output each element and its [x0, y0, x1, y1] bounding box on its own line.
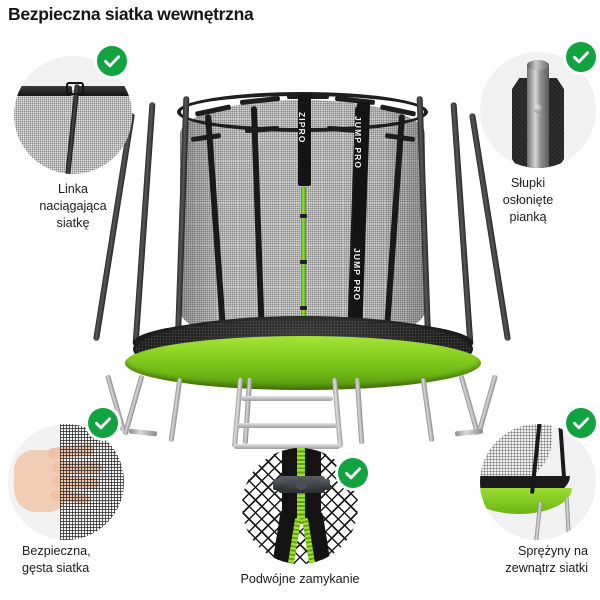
brand-label-jumppro-lower: JUMP PRO: [352, 248, 362, 302]
ladder-rail-left: [231, 377, 244, 449]
buckle-clip-arm-left: [273, 479, 285, 490]
center-green-pole: [300, 186, 307, 354]
brand-strap-center: [298, 94, 311, 186]
feature-cord-photo: [14, 56, 132, 174]
net-pole-rod-2: [557, 424, 567, 481]
feature-double-closure: Podwójne zamykanie: [218, 444, 382, 594]
check-circle-icon: [97, 46, 127, 76]
feature-springs-label: Sprężyny na zewnątrz siatki: [505, 544, 588, 575]
page-title: Bezpieczna siatka wewnętrzna: [8, 4, 254, 24]
check-circle-icon: [338, 458, 368, 488]
dense-mesh-overlay: [60, 424, 124, 540]
net-top-rail-left: [14, 86, 72, 96]
product-image-trampoline: ZIPRO JUMP PRO JUMP PRO: [93, 78, 511, 449]
ladder-step: [241, 396, 333, 401]
feature-net-label: Bezpieczna, gęsta siatka: [22, 544, 91, 575]
buckle-clip-arm-right: [318, 479, 330, 490]
frame-leg: [420, 377, 435, 443]
ladder-step: [234, 444, 340, 449]
ladder-step: [237, 423, 337, 428]
feature-cord: Linka naciągająca siatkę: [0, 46, 146, 230]
net-top-rail-right: [76, 86, 132, 96]
safety-pad-edge: [480, 488, 572, 514]
cord-loop: [66, 82, 84, 95]
feature-foam-poles: Słupki osłonięte pianką: [456, 42, 600, 224]
buckle-clip-notch: [296, 479, 307, 490]
steel-pole: [527, 64, 549, 168]
pole-cap: [527, 60, 549, 70]
pole-rivet: [533, 104, 542, 113]
check-circle-icon: [566, 42, 596, 72]
check-circle-icon: [566, 408, 596, 438]
feature-zipper-label: Podwójne zamykanie: [240, 572, 360, 586]
feature-outer-springs: Sprężyny na zewnątrz siatki: [456, 408, 600, 588]
feature-net-photo: [8, 424, 124, 540]
frame-leg: [168, 377, 183, 443]
check-circle-icon: [88, 408, 118, 438]
frame-leg-closeup-2: [564, 497, 572, 540]
feature-springs-photo: [480, 424, 596, 540]
feature-cord-label: Linka naciągająca siatkę: [39, 182, 107, 230]
feature-foam-label: Słupki osłonięte pianką: [502, 176, 554, 224]
brand-label-zipro: ZIPRO: [297, 112, 307, 144]
feature-dense-net: Bezpieczna, gęsta siatka: [0, 408, 150, 588]
brand-label-jumppro: JUMP PRO: [353, 116, 363, 170]
